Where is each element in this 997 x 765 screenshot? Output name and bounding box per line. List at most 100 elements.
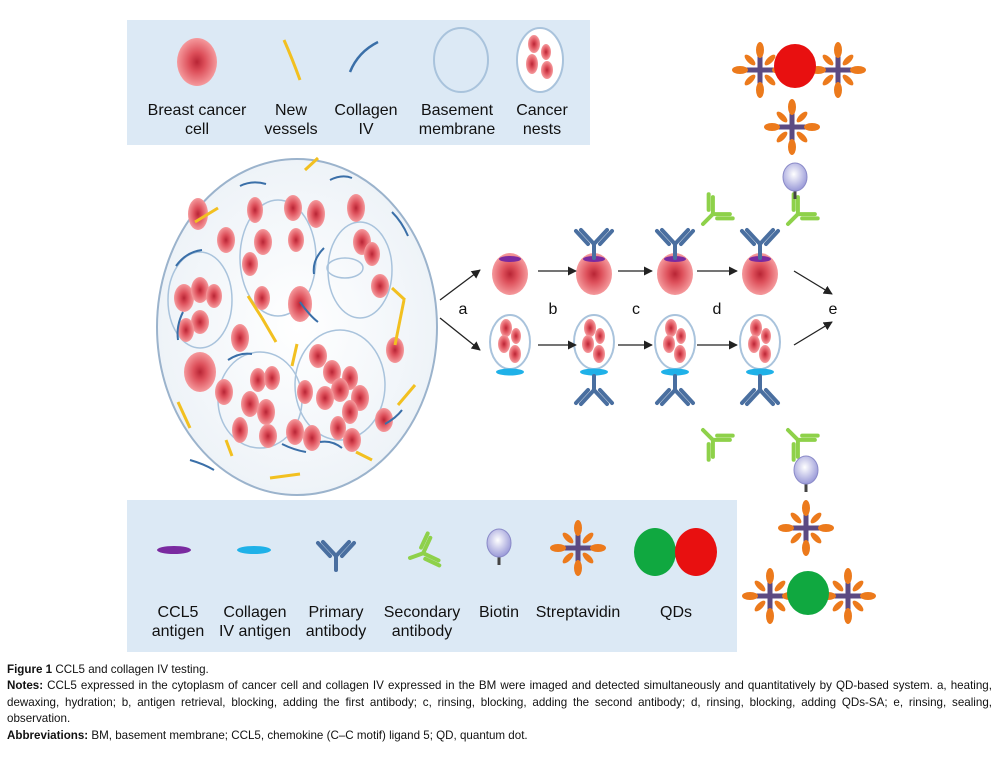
tissue-cell-25	[241, 391, 259, 417]
tissue-cell-23	[250, 368, 266, 392]
figure-title: CCL5 and collagen IV testing.	[55, 663, 209, 676]
legend-top-label-0-line2: cell	[185, 121, 209, 138]
secondary-antibody-top-0	[701, 192, 735, 226]
tissue-cell-14	[191, 310, 209, 334]
tissue-cell-2	[247, 197, 263, 223]
collagen-antigen-0	[496, 368, 524, 376]
streptavidin-top-right	[810, 42, 866, 98]
primary-antibody-bottom-1	[655, 374, 695, 406]
tissue-cell-32	[323, 360, 341, 384]
legend-bottom-label-4-line1: Biotin	[479, 604, 519, 621]
tissue-cell-27	[232, 417, 248, 443]
tissue-cell-7	[288, 228, 304, 252]
collagen-icon	[348, 40, 379, 73]
stage-nest-2	[654, 314, 696, 370]
tissue-cell-39	[343, 428, 361, 452]
legend-top-label-3-line2: membrane	[419, 121, 496, 138]
legend-bottom-label-1-line2: IV antigen	[219, 623, 291, 640]
biotin-icon	[486, 528, 512, 565]
arrow-a-bottom	[439, 317, 481, 351]
collagen-antigen-1	[580, 368, 608, 376]
step-label-a: a	[459, 301, 468, 318]
tissue-cell-12	[191, 277, 209, 303]
streptavidin-bottom-right	[820, 568, 876, 624]
tissue-cell-31	[309, 344, 327, 368]
tissue-cell-8	[347, 194, 365, 222]
primary-antibody-top-2	[740, 228, 780, 260]
tissue-cell-0	[188, 198, 208, 230]
tissue-cell-29	[286, 419, 304, 445]
biotin-bottom	[793, 455, 819, 492]
legend-bottom-label-0-line1: CCL5	[158, 604, 199, 621]
legend-top-label-1-line2: vessels	[264, 121, 317, 138]
basement-membrane-icon	[433, 27, 489, 93]
tissue-cell-19	[371, 274, 389, 298]
qd-green-icon	[634, 528, 676, 576]
tissue-cell-28	[259, 424, 277, 448]
notes-text: CCL5 expressed in the cytoplasm of cance…	[7, 679, 992, 726]
tissue-cell-3	[254, 229, 272, 255]
ccl5-antigen-0	[499, 256, 521, 262]
stage-nest-0	[489, 314, 531, 370]
primary-antibody-top-1	[655, 228, 695, 260]
stage-nest-3	[739, 314, 781, 370]
qd-red-icon	[675, 528, 717, 576]
tissue-cell-11	[174, 284, 194, 312]
legend-bottom-box	[127, 500, 737, 652]
abbreviations-label: Abbreviations:	[7, 728, 89, 742]
secondary-antibody-top-1	[786, 192, 820, 226]
tissue-cell-16	[231, 324, 249, 352]
notes-line: Notes: CCL5 expressed in the cytoplasm o…	[7, 678, 992, 727]
arrow-a-top	[439, 269, 481, 301]
collagen-antigen-2	[661, 368, 689, 376]
streptavidin-bottom-upper	[778, 500, 834, 556]
stage-cell-1	[576, 253, 612, 295]
tissue-cell-20	[386, 337, 404, 363]
legend-bottom-label-0-line2: antigen	[152, 623, 205, 640]
streptavidin-top-left	[732, 42, 788, 98]
tissue-cell-5	[284, 195, 302, 221]
figure-title-line: Figure 1 CCL5 and collagen IV testing.	[7, 662, 992, 678]
secondary-antibody-bottom-0	[701, 428, 735, 462]
tissue-cell-35	[316, 386, 334, 410]
legend-top-label-0-line1: Breast cancer	[148, 102, 247, 119]
tissue-cell-38	[330, 416, 346, 440]
ccl5-antigen-icon	[157, 546, 191, 554]
step-label-e: e	[829, 301, 838, 318]
streptavidin-icon	[550, 520, 606, 576]
stage-cell-0	[492, 253, 528, 295]
tissue-cell-22	[215, 379, 233, 405]
figure-label: Figure 1	[7, 663, 53, 676]
step-label-b: b	[549, 301, 558, 318]
step-labels: a b c d e	[459, 301, 838, 318]
biotin-top	[782, 162, 808, 199]
legend-bottom-label-5-line1: Streptavidin	[536, 604, 621, 621]
legend-bottom-label-2-line1: Primary	[308, 604, 363, 621]
tissue-cell-13	[206, 284, 222, 308]
arrow-e-bottom	[793, 321, 833, 346]
tissue-cell-30	[303, 425, 321, 451]
tissue-section	[156, 156, 438, 496]
legend-top-label-2-line2: IV	[358, 121, 373, 138]
tissue-cell-41	[375, 408, 393, 432]
abbreviations-text: BM, basement membrane; CCL5, chemokine (…	[91, 728, 528, 742]
legend-bottom-label-3-line1: Secondary	[384, 604, 461, 621]
qd-red-conjugate	[774, 44, 816, 88]
abbreviations-line: Abbreviations: BM, basement membrane; CC…	[7, 728, 992, 744]
stage-nest-1	[573, 314, 615, 370]
qd-green-conjugate	[787, 571, 829, 615]
tissue-cell-24	[264, 366, 280, 390]
primary-antibody-bottom-0	[574, 374, 614, 406]
legend-top-label-2-line1: Collagen	[334, 102, 397, 119]
tissue-cell-1	[217, 227, 235, 253]
legend-top-label-4-line2: nests	[523, 121, 561, 138]
step-label-c: c	[632, 301, 640, 318]
legend-top-label-4-line1: Cancer	[516, 102, 568, 119]
step-label-d: d	[713, 301, 722, 318]
tissue-cell-4	[242, 252, 258, 276]
tissue-cell-10	[364, 242, 380, 266]
legend-top-labels: Breast cancercellNewvesselsCollagenIVBas…	[148, 102, 569, 138]
tissue-cell-34	[331, 378, 349, 402]
secondary-antibody-bottom-1	[786, 428, 820, 462]
